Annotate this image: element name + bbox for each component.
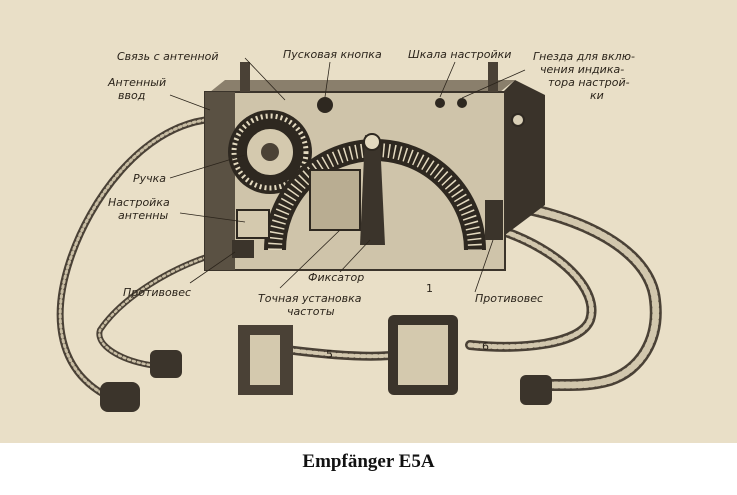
- dial-knob: [261, 143, 279, 161]
- label-indicator-sockets-2: чения индика-: [540, 63, 624, 76]
- label-tuning-scale: Шкала настройки: [408, 48, 511, 61]
- label-indicator-sockets-3: тора настрой-: [548, 76, 630, 89]
- counterweight-terminal-left: [232, 240, 254, 258]
- figure-caption: Empfänger E5A: [302, 451, 435, 472]
- box-top: [210, 80, 515, 92]
- plug-right: [520, 375, 552, 405]
- antenna-cable: [56, 116, 209, 399]
- indicator-socket-2: [457, 98, 467, 108]
- indicator-socket-1: [435, 98, 445, 108]
- handle-bracket-left: [240, 62, 250, 92]
- pointer-lever: [360, 135, 385, 245]
- label-counterweight-right: Противовес: [475, 292, 543, 305]
- illustration-plate: Связь с антенной Пусковая кнопка Шкала н…: [0, 0, 737, 443]
- connector-block-5-face: [250, 335, 280, 385]
- label-handle: Ручка: [133, 172, 166, 185]
- tuning-scale: [264, 133, 486, 251]
- labels: Связь с антенной Пусковая кнопка Шкала н…: [107, 48, 635, 361]
- connector-block-6-face: [398, 325, 448, 385]
- antenna-tuning-block: [236, 209, 270, 239]
- label-number-6: 6: [482, 340, 489, 353]
- side-knob: [511, 113, 525, 127]
- plug-upper-left: [150, 350, 182, 378]
- receiver-drawing: Связь с антенной Пусковая кнопка Шкала н…: [56, 48, 662, 412]
- antenna-dial: [228, 110, 312, 194]
- pointer-pivot: [363, 133, 381, 151]
- connectors: [100, 315, 552, 412]
- cable-6-braid: [467, 227, 594, 350]
- label-number-1: 1: [426, 282, 433, 295]
- handle-bracket-right: [488, 62, 498, 92]
- scale-window: [309, 169, 361, 231]
- label-antenna-tuning-2: антенны: [118, 209, 168, 222]
- plug-lower-left: [100, 382, 140, 412]
- label-counterweight-left: Противовес: [123, 286, 191, 299]
- label-lock: Фиксатор: [308, 271, 364, 284]
- cable-5-braid: [288, 348, 397, 359]
- leader-lines: [169, 57, 526, 293]
- label-antenna-input-2: ввод: [118, 89, 145, 102]
- cables: [56, 116, 662, 399]
- label-number-5: 5: [326, 348, 333, 361]
- antenna-cable-braid: [58, 118, 207, 397]
- label-indicator-sockets-1: Гнезда для вклю-: [533, 50, 635, 63]
- start-button: [317, 97, 333, 113]
- dial-ticks: [231, 113, 309, 191]
- label-start-button: Пусковая кнопка: [283, 48, 382, 61]
- label-fine-freq-1: Точная установка: [258, 292, 362, 305]
- left-panel: [205, 92, 235, 270]
- label-fine-freq-2: частоты: [287, 305, 335, 318]
- thick-cable-braid: [501, 201, 660, 389]
- counterweight-terminal-right: [485, 200, 503, 240]
- label-antenna-link: Связь с антенной: [117, 50, 219, 63]
- label-antenna-input-1: Антенный: [107, 76, 166, 89]
- counterweight-cable-braid: [98, 248, 232, 367]
- label-antenna-tuning-1: Настройка: [108, 196, 170, 209]
- label-indicator-sockets-4: ки: [590, 89, 604, 102]
- panel-controls: [232, 97, 503, 258]
